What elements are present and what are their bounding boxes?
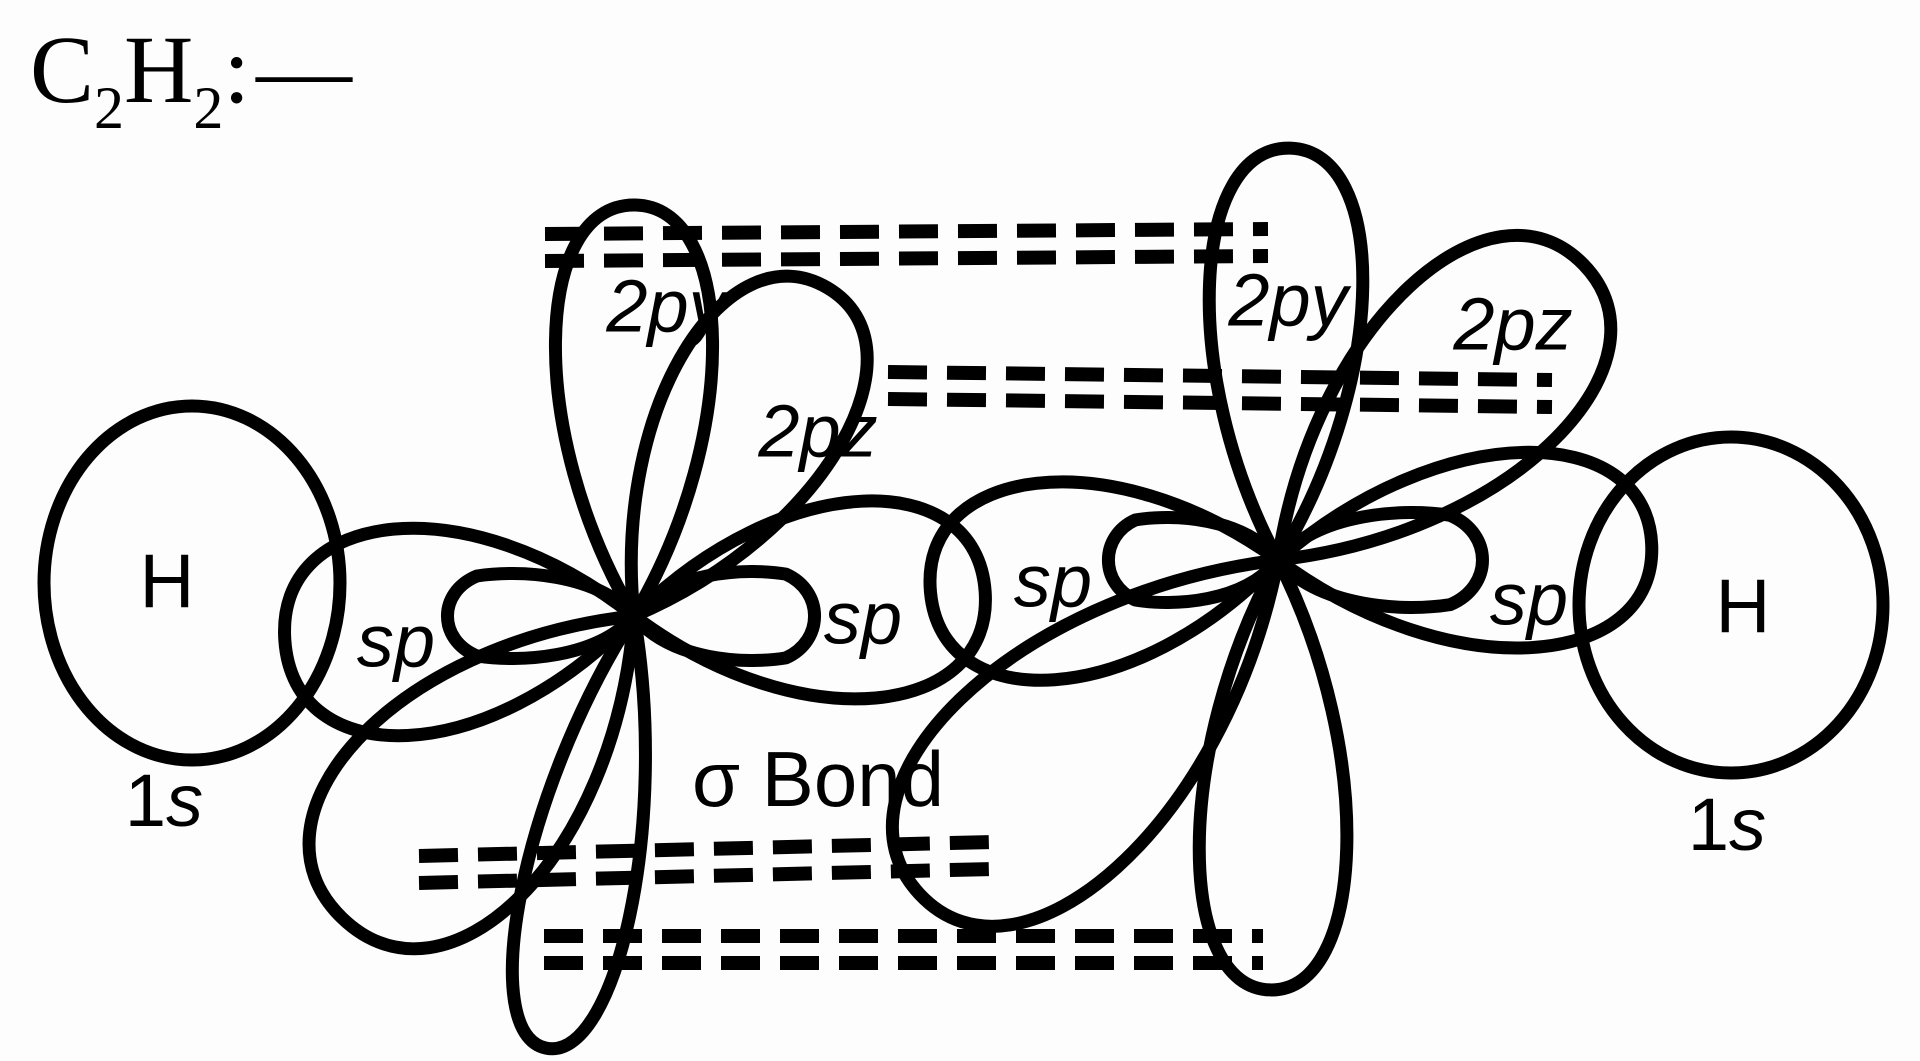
left-carbon-sp-back-lobe-left <box>441 567 641 665</box>
orbital-lobes-group <box>278 141 1659 1056</box>
sigma-bond-label: σ Bond <box>692 735 944 823</box>
right-2pz-orbital-label: 2pz <box>1452 283 1572 366</box>
left-carbon-sp-outer-label: sp <box>357 600 435 683</box>
formula-element-h: H <box>124 16 193 123</box>
right-1s-orbital-label: 1s <box>1688 783 1766 866</box>
left-1s-number: 1 <box>125 759 166 842</box>
right-1s-number: 1 <box>1688 783 1729 866</box>
left-1s-orbital-label: 1s <box>125 759 203 842</box>
left-hydrogen-1s-circle <box>37 399 347 767</box>
left-carbon-sp-inner-label: sp <box>824 577 902 660</box>
formula-title: C2H2:— <box>30 16 353 141</box>
right-carbon-sp-bond-lobe-to-carbon <box>923 475 1285 687</box>
pi-overlap-dash-line <box>418 835 993 863</box>
formula-element-c: C <box>30 16 94 123</box>
left-carbon-sp-back-lobe-right <box>627 565 822 667</box>
pi-overlap-dash-line <box>887 392 1553 414</box>
right-carbon-sp-back-lobe-right <box>1271 506 1489 614</box>
right-hydrogen-1s-circle <box>1572 430 1890 780</box>
pi-overlap-dash-line <box>544 222 1269 241</box>
right-hydrogen-label: H <box>1716 565 1771 650</box>
left-carbon-2py-lower-lobe <box>505 609 652 1056</box>
right-carbon-sp-bond-lobe-to-hydrogen <box>1271 445 1659 655</box>
formula-bond-dash: — <box>255 16 353 123</box>
pi-bond-dashes-group <box>418 222 1553 970</box>
pi-overlap-dash-line <box>418 862 993 890</box>
left-hydrogen-label: H <box>140 540 195 625</box>
left-carbon-2pz-lower-lobe <box>302 609 641 956</box>
right-1s-letter: s <box>1729 783 1766 866</box>
left-1s-letter: s <box>166 759 203 842</box>
right-2py-orbital-label: 2py <box>1227 259 1351 342</box>
formula-subscript: 2 <box>193 75 223 141</box>
right-carbon-sp-inner-label: sp <box>1014 540 1092 623</box>
formula-colon: : <box>223 16 250 123</box>
left-carbon-sp-bond-lobe-to-hydrogen <box>278 521 641 743</box>
left-2py-orbital-label: 2py <box>605 265 729 348</box>
pi-overlap-dash-line <box>887 365 1553 387</box>
formula-subscript: 2 <box>94 75 124 141</box>
right-carbon-2py-lower-lobe <box>1192 553 1354 997</box>
right-carbon-sp-back-lobe-left <box>1101 510 1285 610</box>
left-carbon-sp-bond-lobe-to-carbon <box>627 494 992 706</box>
right-carbon-sp-outer-label: sp <box>1490 558 1568 641</box>
left-2pz-orbital-label: 2pz <box>757 390 877 473</box>
pi-overlap-dash-line <box>544 249 1269 268</box>
right-carbon-2pz-lower-lobe <box>885 553 1285 933</box>
